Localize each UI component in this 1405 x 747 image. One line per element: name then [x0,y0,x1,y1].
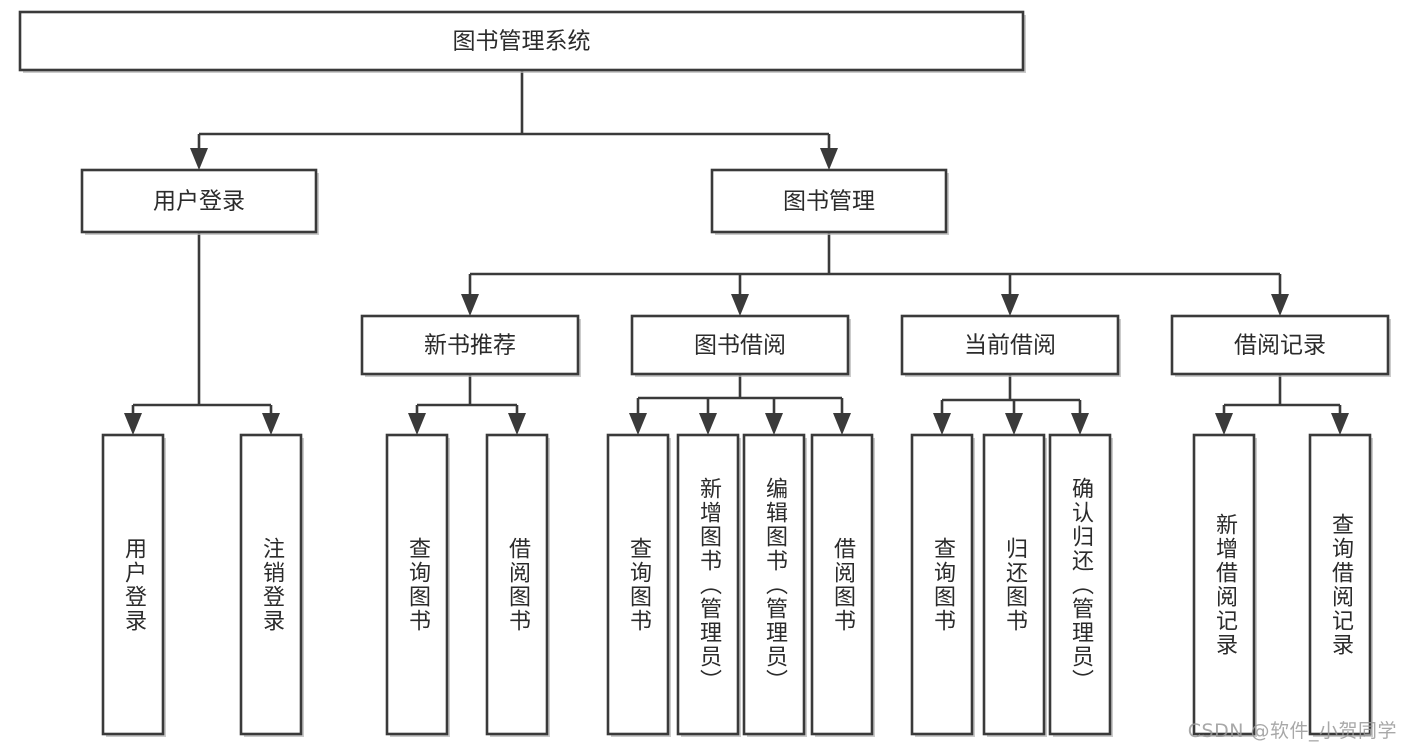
csdn-watermark: CSDN @软件_小贺同学 [1187,720,1397,742]
node-box-leaf-logout[interactable] [239,433,303,736]
node-box-borrow-record[interactable] [1170,314,1390,376]
arrow-head [1001,294,1019,316]
node-label-current-borrow: 当前借阅 [964,333,1056,359]
arrow-head [1331,413,1349,435]
connector-layer [124,70,1349,435]
node-label-book-manage: 图书管理 [783,189,875,215]
node-box-book-borrow[interactable] [630,314,850,376]
arrow-head [1271,294,1289,316]
node-label-borrow-record: 借阅记录 [1234,333,1326,359]
arrow-head [508,413,526,435]
node-label-user-login: 用户登录 [153,189,245,215]
node-box-leaf-return-book[interactable] [982,433,1046,736]
arrow-head [833,413,851,435]
node-box-leaf-query-book-cur[interactable] [910,433,974,736]
node-box-root[interactable] [18,10,1025,72]
node-box-leaf-borrow-book-rec[interactable] [485,433,549,736]
arrow-head [1215,413,1233,435]
node-box-current-borrow[interactable] [900,314,1120,376]
node-box-leaf-borrow-book[interactable] [810,433,874,736]
arrow-head [1071,413,1089,435]
arrow-head [699,413,717,435]
node-box-leaf-edit-book-admin[interactable] [742,433,806,736]
arrow-head [820,148,838,170]
arrow-head [933,413,951,435]
node-box-leaf-add-book-admin[interactable] [676,433,740,736]
arrow-head [731,294,749,316]
node-label-root: 图书管理系统 [453,29,591,55]
node-box-new-book-recommend[interactable] [360,314,580,376]
node-box-layer [18,10,1391,737]
node-box-leaf-query-book-borrow[interactable] [606,433,670,736]
arrow-head [262,413,280,435]
arrow-head [765,413,783,435]
arrow-head [461,294,479,316]
node-box-leaf-add-borrow-record[interactable] [1192,433,1256,736]
node-box-leaf-query-book-rec[interactable] [385,433,449,736]
node-box-user-login[interactable] [80,168,318,234]
node-label-book-borrow: 图书借阅 [694,333,786,359]
arrow-head [629,413,647,435]
arrow-head [124,413,142,435]
node-box-leaf-user-login[interactable] [101,433,165,736]
arrow-head [1005,413,1023,435]
node-label-new-book-recommend: 新书推荐 [424,333,516,359]
arrow-head [190,148,208,170]
arrow-head [408,413,426,435]
node-box-leaf-confirm-return-admin[interactable] [1048,433,1112,736]
node-box-leaf-query-borrow-record[interactable] [1308,433,1372,736]
node-box-book-manage[interactable] [710,168,948,234]
